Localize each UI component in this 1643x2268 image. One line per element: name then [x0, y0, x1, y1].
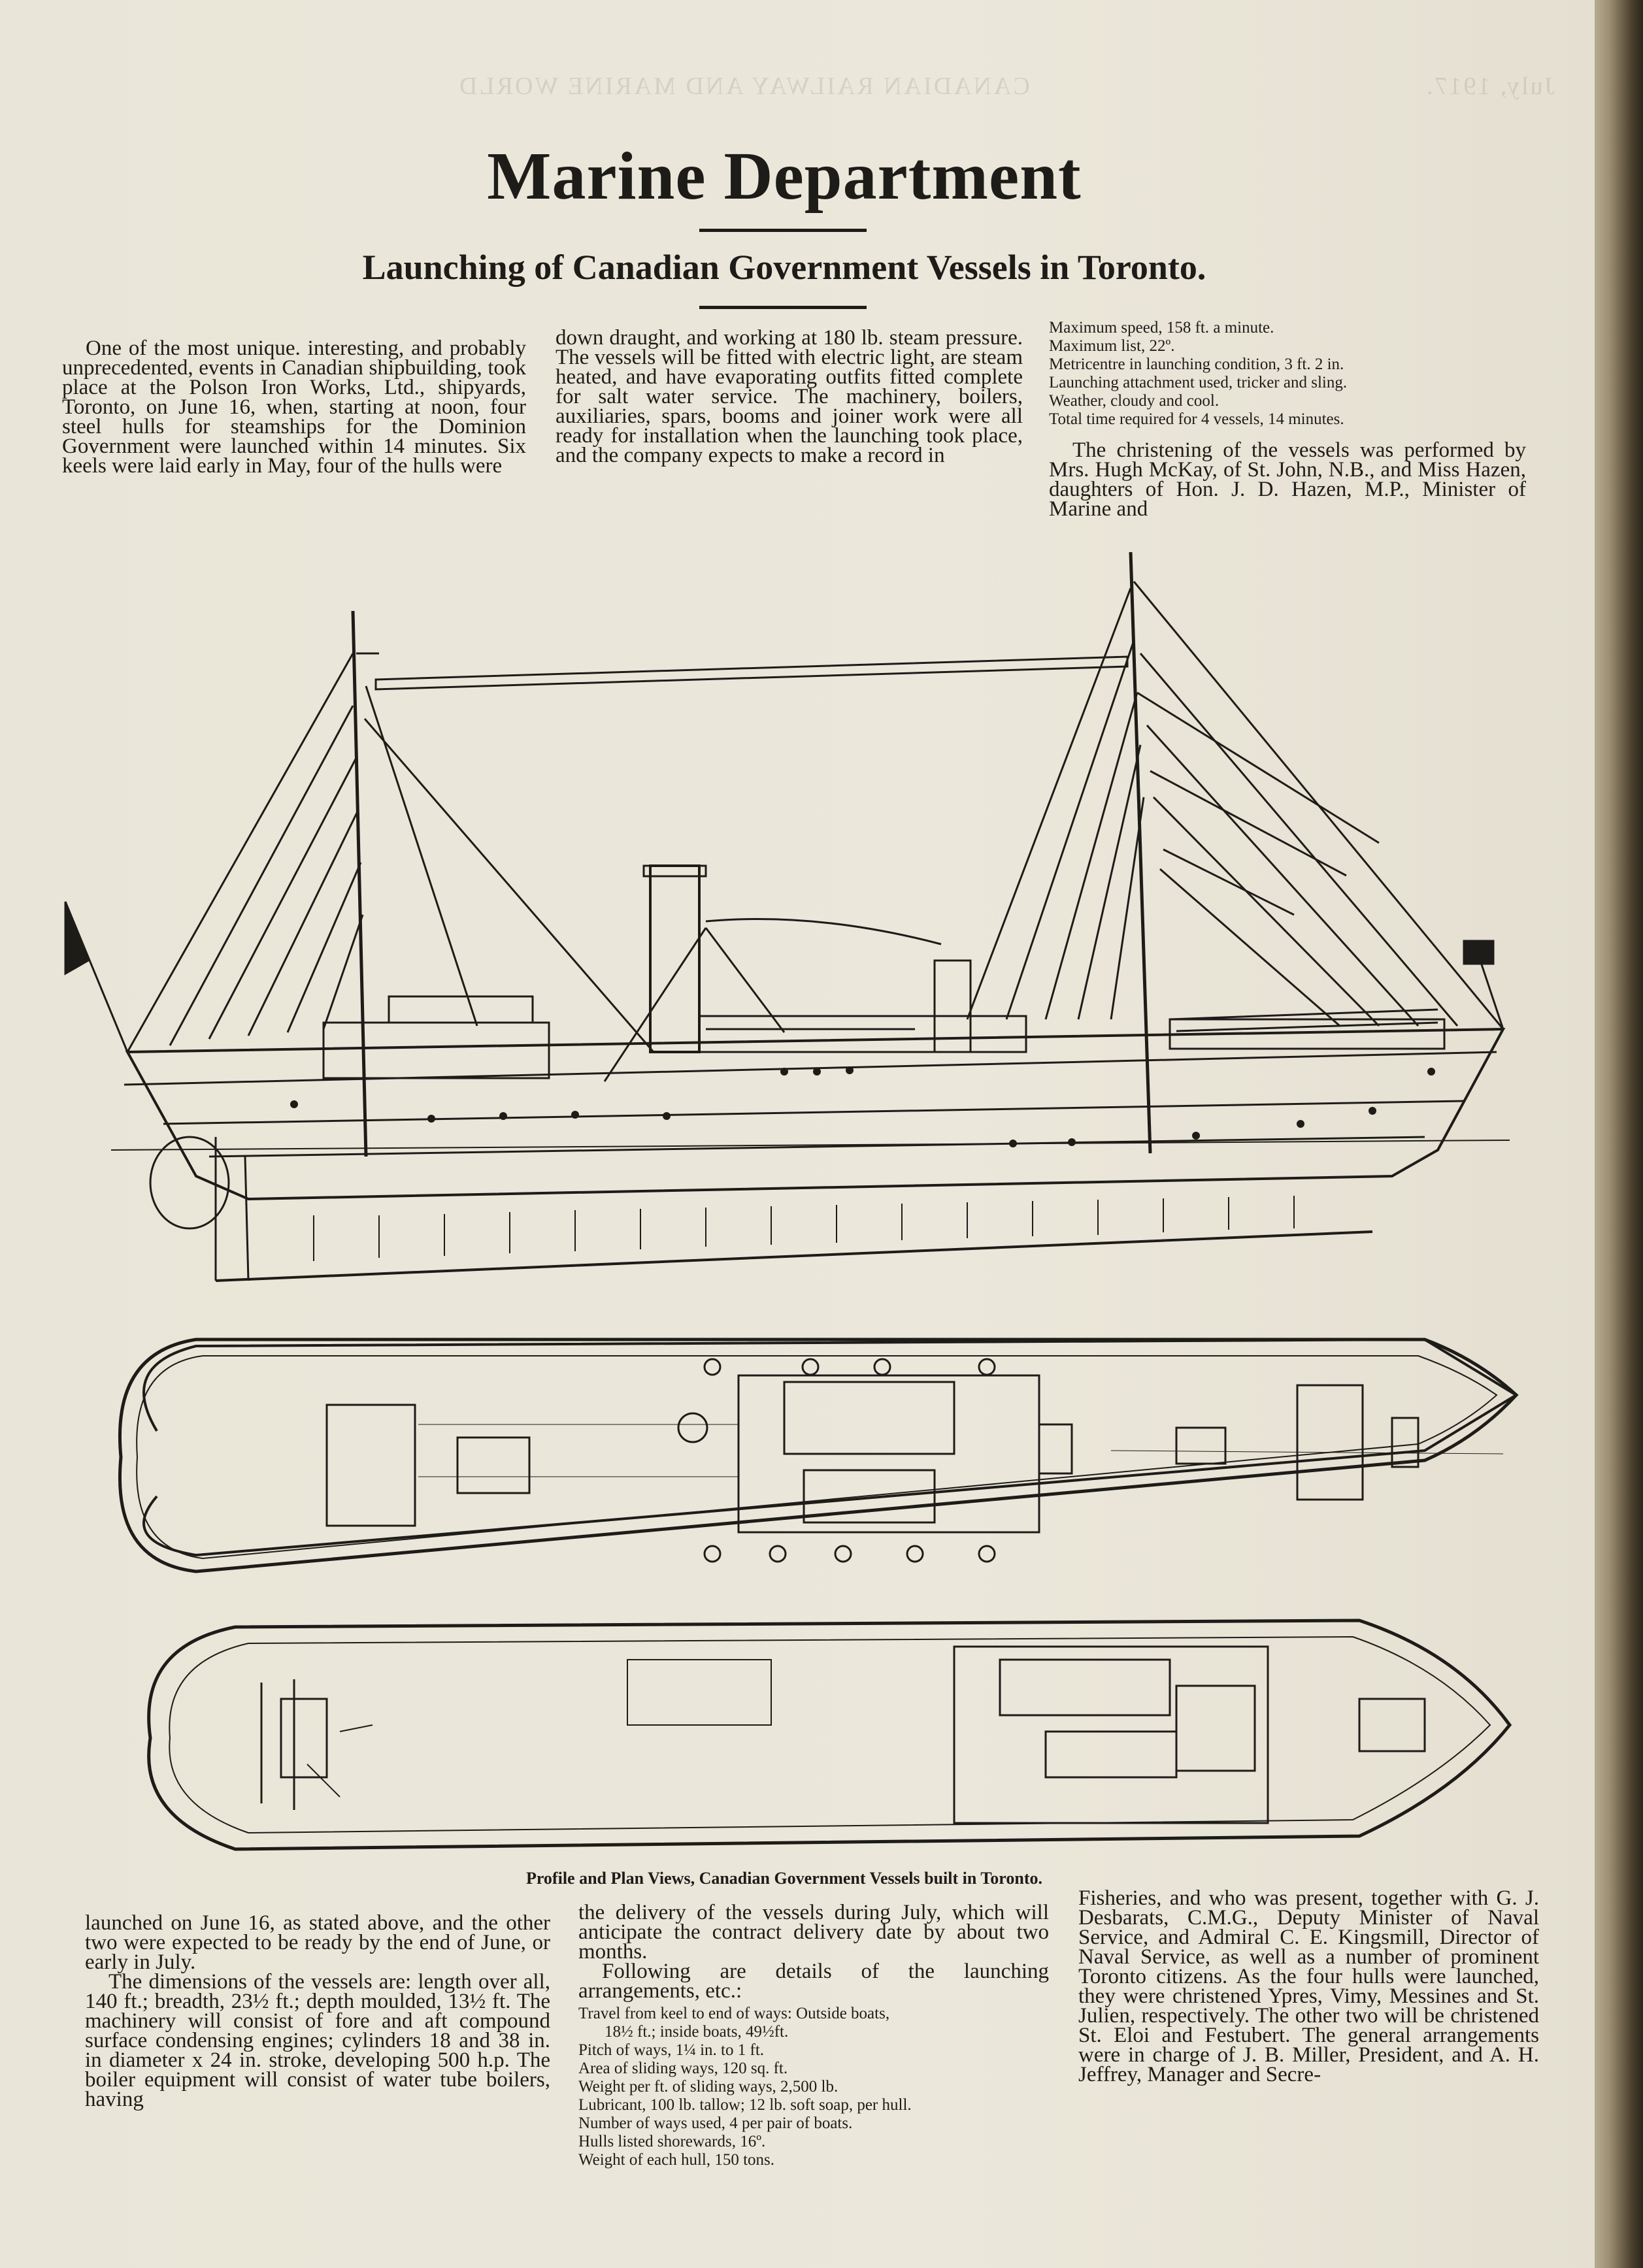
detail-line: Area of sliding ways, 120 sq. ft.	[578, 2060, 788, 2077]
figure-caption: Profile and Plan Views, Canadian Governm…	[525, 1869, 1042, 1888]
article-subtitle: Launching of Canadian Government Vessels…	[362, 248, 1206, 287]
article-column-3-top: Maximum speed, 158 ft. a minute. Maximum…	[1049, 319, 1526, 521]
paragraph: Following are details of the launching a…	[578, 1960, 1049, 2003]
title-rule	[699, 229, 867, 232]
subtitle-rule	[699, 306, 867, 309]
ship-drawings	[64, 551, 1519, 1851]
detail-line: Pitch of ways, 1¼ in. to 1 ft.	[578, 2041, 765, 2059]
detail-line: Weight per ft. of sliding ways, 2,500 lb…	[578, 2078, 838, 2095]
spec-line: Weather, cloudy and cool.	[1049, 392, 1220, 410]
spec-line: Maximum list, 22º.	[1049, 337, 1175, 355]
paragraph: The christening of the vessels was perfo…	[1049, 438, 1526, 521]
detail-line: 18½ ft.; inside boats, 49½ft.	[605, 2023, 789, 2041]
paragraph: down draught, and working at 180 lb. ste…	[556, 326, 1023, 467]
magazine-page: CANADIAN RAILWAY AND MARINE WORLD July, …	[0, 0, 1608, 2268]
article-column-1-top: One of the most unique. interesting, and…	[62, 337, 526, 478]
paragraph: launched on June 16, as stated above, an…	[85, 1911, 550, 1974]
spec-line: Maximum speed, 158 ft. a minute.	[1049, 319, 1274, 337]
launch-specs-list: Maximum speed, 158 ft. a minute. Maximum…	[1049, 319, 1526, 429]
article-column-2-top: down draught, and working at 180 lb. ste…	[556, 326, 1023, 467]
page-gutter-shadow	[1595, 0, 1643, 2268]
paragraph: The dimensions of the vessels are: lengt…	[85, 1970, 550, 2111]
detail-line: Weight of each hull, 150 tons.	[578, 2151, 775, 2169]
article-column-3-bottom: Fisheries, and who was present, together…	[1078, 1886, 1539, 2086]
paragraph: Fisheries, and who was present, together…	[1078, 1886, 1539, 2086]
spec-line: Total time required for 4 vessels, 14 mi…	[1049, 410, 1344, 428]
article-column-2-bottom: the delivery of the vessels during July,…	[578, 1901, 1049, 2169]
detail-line: Number of ways used, 4 per pair of boats…	[578, 2114, 853, 2132]
launching-details-list: Travel from keel to end of ways: Outside…	[578, 2005, 1049, 2169]
main-deck-plan-drawing	[118, 1338, 1519, 1573]
detail-line: Travel from keel to end of ways: Outside…	[578, 2005, 890, 2022]
paragraph: One of the most unique. interesting, and…	[62, 337, 526, 478]
article-column-1-bottom: launched on June 16, as stated above, an…	[85, 1911, 550, 2111]
spec-line: Launching attachment used, tricker and s…	[1049, 374, 1348, 391]
paragraph: the delivery of the vessels during July,…	[578, 1901, 1049, 1964]
lower-deck-plan-drawing	[147, 1619, 1512, 1851]
detail-line: Hulls listed shorewards, 16º.	[578, 2133, 766, 2150]
page-title: Marine Department	[487, 139, 1082, 214]
profile-view-drawing	[64, 551, 1510, 1282]
detail-line: Lubricant, 100 lb. tallow; 12 lb. soft s…	[578, 2096, 912, 2114]
spec-line: Metricentre in launching condition, 3 ft…	[1049, 355, 1344, 373]
